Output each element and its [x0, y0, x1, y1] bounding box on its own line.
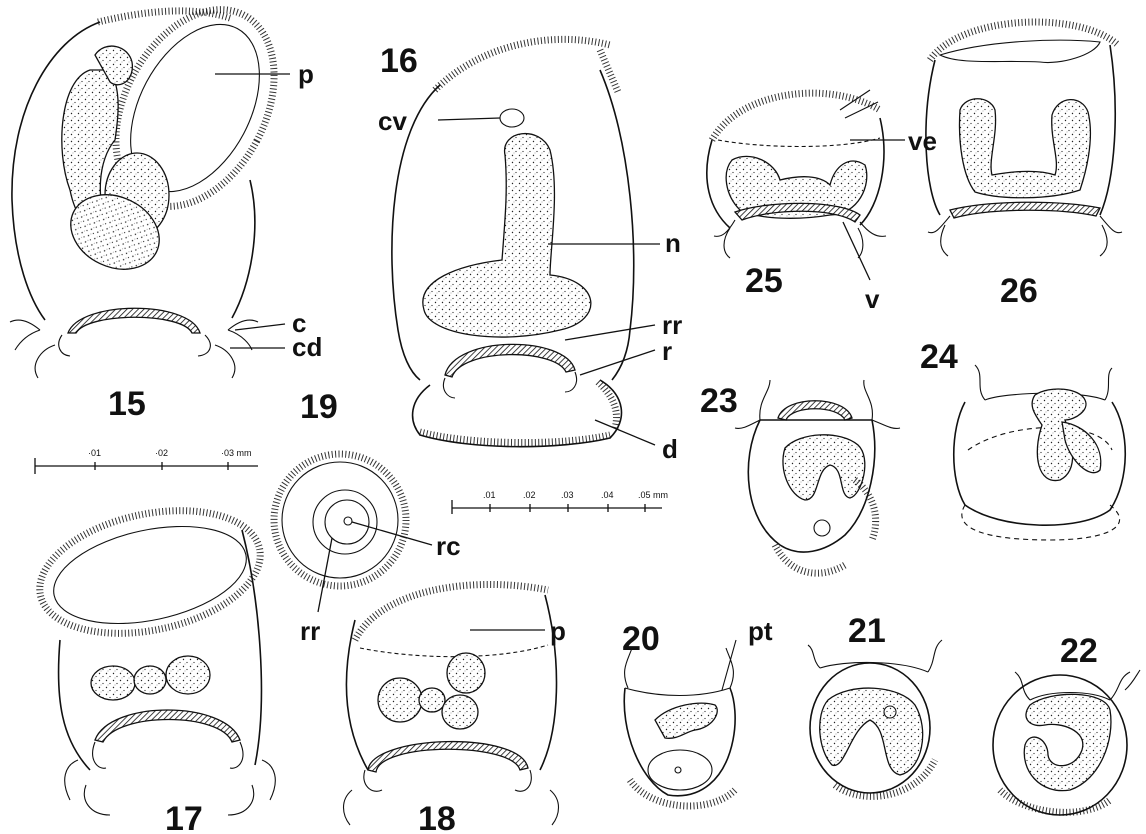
contractile-vacuole — [500, 109, 524, 127]
figure-16-drawing — [392, 39, 660, 446]
label-v: v — [865, 284, 880, 314]
scale-left-tick-2: ·02 — [155, 448, 168, 458]
label-cv: cv — [378, 106, 407, 136]
label-ve: ve — [908, 126, 937, 156]
label-d: d — [662, 434, 678, 464]
figure-number-21: 21 — [848, 612, 886, 650]
figure-number-23: 23 — [700, 382, 738, 420]
scale-right-tick-3: .03 — [561, 490, 574, 500]
figure-number-15: 15 — [108, 385, 146, 423]
scale-bar-left — [35, 458, 258, 474]
figure-19-drawing — [274, 454, 432, 612]
figure-number-25: 25 — [745, 262, 783, 300]
figure-number-24: 24 — [920, 338, 958, 376]
figure-15-drawing — [10, 0, 306, 378]
label-n: n — [665, 228, 681, 258]
scale-left-tick-1: ·01 — [88, 448, 101, 458]
figure-number-19: 19 — [300, 388, 338, 426]
figure-25-drawing — [707, 90, 905, 280]
figure-18-drawing — [344, 584, 559, 825]
scale-right-tick-5: .05 mm — [638, 490, 668, 500]
label-cd: cd — [292, 332, 322, 362]
label-p-fig15: p — [298, 59, 314, 89]
figure-number-20: 20 — [622, 620, 660, 658]
figure-21-drawing — [808, 640, 942, 796]
scale-right-tick-2: .02 — [523, 490, 536, 500]
scale-left-tick-3: ·03 mm — [221, 448, 252, 458]
figure-24-drawing — [954, 365, 1126, 540]
label-rc: rc — [436, 531, 461, 561]
figure-number-16: 16 — [380, 42, 418, 80]
label-rr-fig19: rr — [300, 616, 320, 646]
figure-number-26: 26 — [1000, 272, 1038, 310]
label-pt: pt — [748, 616, 773, 646]
figure-17-drawing — [28, 492, 275, 815]
figure-number-17: 17 — [165, 800, 203, 834]
figure-20-drawing — [624, 640, 736, 806]
scale-bar-right — [452, 500, 662, 514]
scale-right-tick-4: .04 — [601, 490, 614, 500]
figure-22-drawing — [993, 670, 1140, 815]
figure-number-22: 22 — [1060, 632, 1098, 670]
figure-number-18: 18 — [418, 800, 456, 834]
figure-26-drawing — [926, 22, 1122, 256]
scale-right-tick-1: .01 — [483, 490, 496, 500]
label-p-fig18: p — [550, 616, 566, 646]
label-r: r — [662, 336, 672, 366]
figure-23-drawing — [735, 380, 900, 573]
